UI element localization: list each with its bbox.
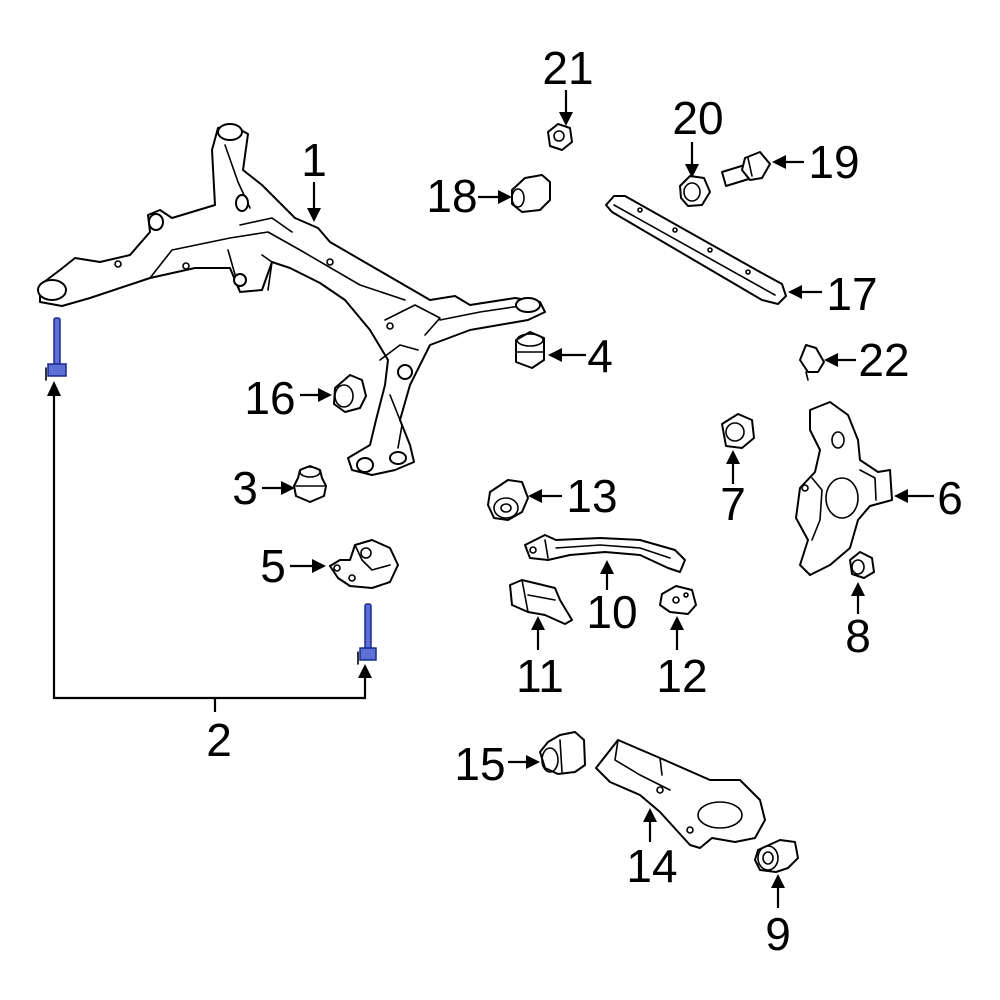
part-14-lower-arm[interactable]	[595, 739, 766, 849]
leader-5	[290, 559, 326, 573]
callout-18: 18	[426, 170, 477, 222]
part-5-bracket[interactable]	[329, 539, 399, 589]
part-18-bushing[interactable]	[511, 174, 551, 213]
callout-12: 12	[656, 650, 707, 702]
leader-15	[508, 755, 540, 769]
callout-3: 3	[232, 462, 258, 514]
leader-1	[307, 182, 321, 222]
leader-20	[685, 142, 699, 178]
part-12-bracket[interactable]	[659, 585, 697, 615]
part-10-control-arm[interactable]	[524, 534, 686, 573]
leader-3	[262, 481, 295, 495]
part-19-bolt[interactable]	[721, 151, 771, 187]
part-17-lateral-link[interactable]	[605, 195, 787, 305]
callout-6: 6	[937, 472, 963, 524]
leader-8	[851, 582, 865, 614]
callout-21: 21	[542, 42, 593, 94]
part-7-bushing[interactable]	[721, 413, 755, 449]
leader-21	[559, 90, 573, 126]
part-20-washer[interactable]	[679, 175, 711, 207]
leader-7	[726, 450, 740, 484]
part-9-bushing[interactable]	[754, 839, 799, 873]
callout-7: 7	[720, 478, 746, 530]
part-11-bracket[interactable]	[509, 579, 573, 625]
callout-19: 19	[808, 136, 859, 188]
callout-15: 15	[454, 738, 505, 790]
part-15-bushing[interactable]	[539, 731, 586, 775]
callout-11: 11	[516, 650, 564, 702]
callout-14: 14	[626, 840, 677, 892]
leader-10	[600, 560, 614, 590]
callout-5: 5	[260, 540, 286, 592]
part-16-bushing[interactable]	[333, 374, 367, 413]
part-22-cap[interactable]	[799, 344, 825, 381]
callout-20: 20	[672, 92, 723, 144]
callout-2: 2	[206, 714, 232, 766]
part-3-bushing[interactable]	[293, 465, 327, 503]
callout-1: 1	[301, 134, 327, 186]
callout-8: 8	[845, 610, 871, 662]
callout-10: 10	[586, 586, 637, 638]
leader-16	[300, 388, 332, 402]
leader-2	[47, 381, 372, 712]
part-8-bushing[interactable]	[849, 551, 875, 579]
leader-9	[771, 874, 785, 908]
part-2-bolt-right[interactable]	[357, 603, 377, 665]
callout-9: 9	[765, 908, 791, 960]
callout-13: 13	[566, 470, 617, 522]
callout-4: 4	[587, 330, 613, 382]
leader-13	[528, 489, 562, 503]
callout-22: 22	[858, 334, 909, 386]
part-6-knuckle[interactable]	[795, 401, 893, 576]
leader-4	[548, 348, 586, 362]
callout-16: 16	[244, 372, 295, 424]
leader-14	[643, 808, 657, 842]
part-1-subframe[interactable]	[37, 123, 546, 476]
part-4-bushing[interactable]	[515, 331, 545, 369]
leader-19	[772, 155, 804, 169]
leader-22	[824, 353, 856, 367]
leader-18	[478, 190, 512, 204]
part-2-bolt-left[interactable]	[45, 317, 67, 381]
leader-6	[894, 489, 934, 503]
leader-17	[788, 285, 822, 299]
part-21-nut[interactable]	[547, 123, 573, 151]
callout-17: 17	[826, 268, 877, 320]
part-13-bushing[interactable]	[487, 479, 529, 521]
leader-12	[670, 616, 684, 650]
leader-11	[531, 616, 545, 650]
